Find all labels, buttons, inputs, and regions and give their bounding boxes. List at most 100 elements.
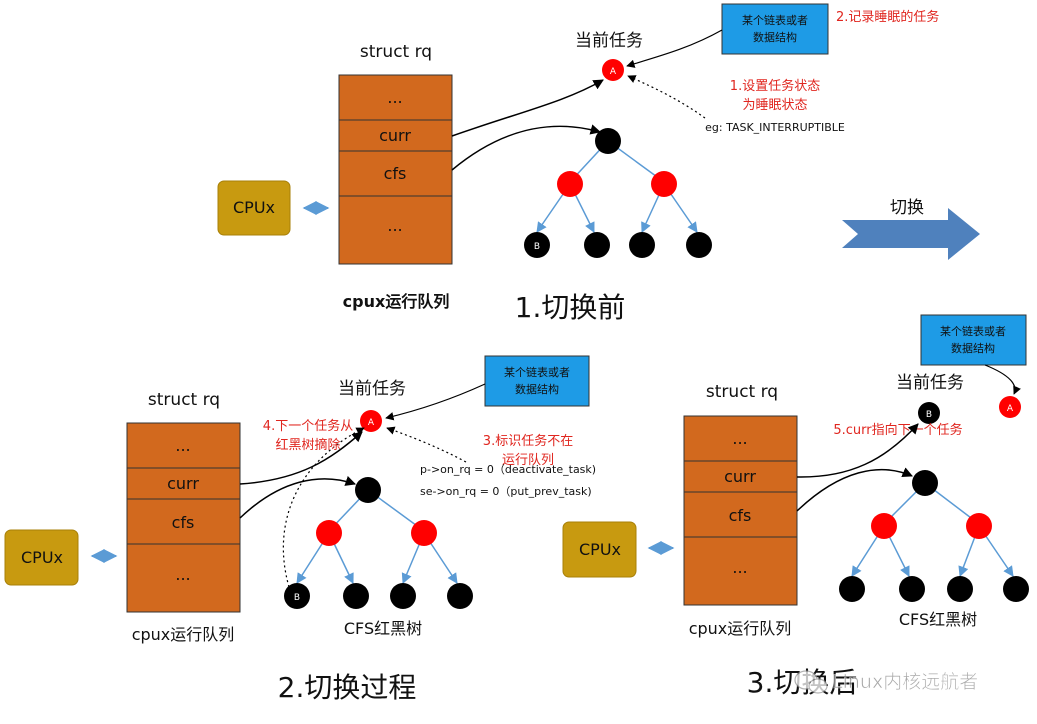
rb-tree: B (284, 477, 473, 609)
rq-cell-cfs-label: cfs (384, 164, 407, 183)
tree-label: CFS红黑树 (344, 619, 422, 638)
note-set-state-line2: 为睡眠状态 (742, 98, 807, 113)
curr-to-task-arrow (796, 423, 919, 478)
rq-struct: ... curr cfs ... (126, 422, 241, 613)
code-line2: se->on_rq = 0（put_prev_task) (420, 485, 592, 498)
code-line1: p->on_rq = 0（deactivate_task) (420, 463, 596, 476)
mark-to-task-arrow (386, 426, 467, 463)
queue-label: cpux运行队列 (689, 619, 792, 638)
rq-cell-top-label: ... (732, 429, 747, 448)
data-structure-box (721, 3, 829, 55)
current-task-label: 当前任务 (338, 379, 406, 399)
tree-red-node (411, 520, 437, 546)
task-a-node (360, 410, 382, 432)
task-b-node (284, 583, 310, 609)
switch-arrow (842, 208, 980, 260)
box-line1: 某个链表或者 (504, 365, 570, 379)
rq-cell-top (126, 422, 241, 469)
task-a-node (999, 396, 1021, 418)
rq-cell-top (338, 74, 453, 121)
curr-to-task-arrow (239, 431, 363, 485)
cfs-to-tree-arrow (239, 475, 356, 519)
state-to-task-arrow (627, 75, 706, 119)
tree-label: CFS红黑树 (899, 610, 977, 629)
task-b-label: B (926, 410, 932, 420)
rq-cell-bottom (126, 543, 241, 613)
pick-next-arrow (282, 427, 365, 588)
rq-cell-cfs (683, 491, 798, 538)
curr-to-task-arrow (451, 79, 604, 137)
rq-struct: ... curr cfs ... (338, 74, 453, 265)
queue-label: cpux运行队列 (132, 625, 235, 644)
box-line1: 某个链表或者 (742, 13, 808, 27)
tree-leaf-node (629, 232, 655, 258)
struct-rq-title: struct rq (148, 390, 220, 410)
box-line2: 数据结构 (753, 30, 797, 44)
task-b-label: B (294, 593, 300, 603)
note-record-sleeping: 2.记录睡眠的任务 (836, 9, 939, 25)
queue-label: cpux运行队列 (343, 292, 450, 311)
data-structure-box (920, 314, 1027, 366)
box-line1: 某个链表或者 (940, 324, 1006, 338)
rb-tree: B (524, 128, 712, 258)
rq-cell-bottom-label: ... (732, 558, 747, 577)
tree-root-node (355, 477, 381, 503)
panel-before-switch: struct rq ... curr cfs ... CPUx cpux运行队列… (217, 3, 939, 324)
struct-rq-title: struct rq (706, 382, 778, 402)
rq-cell-curr-label: curr (167, 474, 199, 493)
note-curr-next: 5.curr指向下一个任务 (833, 422, 962, 438)
rq-cell-cfs (126, 498, 241, 545)
cpu-box (4, 529, 79, 586)
tree-leaf-node (584, 232, 610, 258)
box-to-task-arrow (626, 29, 723, 68)
rb-tree (839, 470, 1029, 602)
tree-leaf-node (899, 576, 925, 602)
tree-red-node (316, 520, 342, 546)
panel-during-switch: struct rq ... curr cfs ... CPUx cpux运行队列… (4, 355, 596, 704)
data-structure-box (484, 355, 590, 407)
rq-cell-bottom-label: ... (387, 216, 402, 235)
rq-cell-curr-label: curr (379, 126, 411, 145)
rq-cell-cfs (338, 150, 453, 197)
cfs-to-tree-arrow (796, 467, 913, 512)
caption-before: 1.切换前 (515, 291, 626, 324)
struct-rq-title: struct rq (360, 42, 432, 62)
note-set-state-line1: 1.设置任务状态 (730, 78, 820, 94)
wechat-icon (794, 670, 828, 694)
rq-cell-curr (683, 460, 798, 493)
cpu-label: CPUx (579, 540, 621, 559)
tree-root-node (595, 128, 621, 154)
tree-leaf-node (1003, 576, 1029, 602)
tree-leaf-node (839, 576, 865, 602)
rq-cell-curr (338, 119, 453, 152)
eg-state-text: eg: TASK_INTERRUPTIBLE (705, 121, 845, 134)
rq-cell-bottom (683, 536, 798, 606)
rq-cell-curr-label: curr (724, 467, 756, 486)
switch-indicator: 切换 (842, 198, 980, 260)
rq-cell-cfs-label: cfs (172, 513, 195, 532)
tree-leaf-node (343, 583, 369, 609)
task-a-node (602, 59, 624, 81)
box-to-task-arrow (385, 383, 486, 421)
task-a-label: A (1007, 404, 1014, 414)
rq-cell-bottom-label: ... (175, 565, 190, 584)
tree-root-node (912, 470, 938, 496)
cpu-box (217, 180, 291, 236)
switch-label: 切换 (890, 198, 924, 218)
tree-red-node (871, 513, 897, 539)
cpu-box (562, 521, 637, 578)
rq-cell-curr (126, 467, 241, 500)
current-task-label: 当前任务 (575, 31, 643, 51)
note-next-task-line1: 4.下一个任务从 (263, 418, 353, 434)
tree-red-node (966, 513, 992, 539)
rq-cell-top-label: ... (175, 436, 190, 455)
current-task-label: 当前任务 (896, 373, 964, 393)
rq-cell-top-label: ... (387, 88, 402, 107)
cfs-to-tree-arrow (451, 124, 602, 171)
task-b-node (524, 232, 550, 258)
cpu-label: CPUx (233, 198, 275, 217)
watermark: Linux内核远航者 (794, 670, 979, 694)
note-next-task-line2: 红黑树摘除 (275, 437, 340, 453)
